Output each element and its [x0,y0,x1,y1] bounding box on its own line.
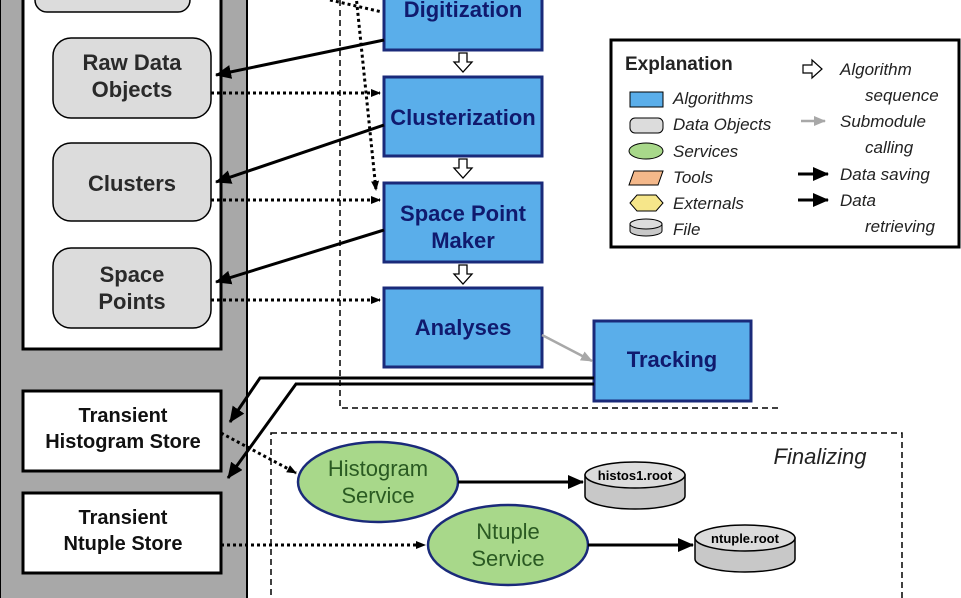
legend-algorithm-seq-label-2: sequence [865,86,939,105]
histos-file-label: histos1.root [598,468,673,483]
histogram-store-label-2: Histogram Store [45,431,201,453]
save-arrow-space-points [215,228,385,285]
transient-histogram-store: Transient Histogram Store [21,389,223,473]
seq-arrow-2 [452,158,474,179]
space-point-maker-label-2: Maker [431,228,495,253]
ntuple-service-label-1: Ntuple [476,519,540,544]
retrieve-arrow-diagonal [355,0,380,191]
data-object-partial-top [34,0,191,13]
clusterization-label: Clusterization [390,105,535,130]
transient-ntuple-store: Transient Ntuple Store [21,491,223,575]
legend-file-label: File [673,220,700,239]
raw-data-label-2: Objects [92,77,173,102]
legend-submodule-label-1: Submodule [840,112,926,131]
retrieve-arrow-histogram-service [220,431,297,475]
histogram-service-label-2: Service [341,483,414,508]
clusters-label: Clusters [88,171,176,196]
algorithm-clusterization: Clusterization [382,75,544,158]
tracking-label: Tracking [627,347,717,372]
finalizing-label: Finalizing [774,444,868,469]
legend-algorithm-seq-label-1: Algorithm [839,60,912,79]
save-arrow-ntuple-store [226,382,594,479]
ntuple-store-label-1: Transient [79,507,168,529]
save-arrow-histogram-store [228,376,594,423]
data-object-raw-data: Raw Data Objects [52,37,212,119]
analyses-label: Analyses [415,315,512,340]
processing-region-boundary [339,0,780,409]
data-object-clusters: Clusters [52,142,212,222]
space-points-label-2: Points [98,289,165,314]
legend-data-objects-label: Data Objects [673,115,772,134]
space-point-maker-label-1: Space Point [400,201,527,226]
legend-submodule-label-2: calling [865,138,914,157]
legend-data-saving-label: Data saving [840,165,930,184]
ntuple-file-label: ntuple.root [711,531,780,546]
submodule-call-arrow [541,333,593,363]
legend-tool-swatch [628,170,664,186]
data-saving-arrows [215,38,594,479]
legend: Explanation Algorithms Data Objects Serv… [609,38,961,249]
legend-box [609,38,961,249]
space-points-label-1: Space [100,262,165,287]
algorithm-digitization: Digitization [382,0,544,52]
algorithm-space-point-maker: Space Point Maker [382,181,544,264]
legend-file-swatch [629,218,663,237]
legend-external-swatch [629,194,664,212]
legend-sequence-arrow-icon [802,58,823,80]
retrieve-arrow-top [329,0,383,14]
ntuple-service-label-2: Service [471,546,544,571]
seq-arrow-3 [452,264,474,285]
legend-data-retrieving-label-1: Data [840,191,876,210]
legend-services-label: Services [673,142,739,161]
data-object-space-points: Space Points [52,247,212,329]
seq-arrow-1 [452,52,474,73]
histogram-service-label-1: Histogram [328,456,428,481]
data-retrieving-arrows [211,0,426,549]
service-ntuple: Ntuple Service [426,503,590,587]
save-arrow-raw [215,38,385,79]
legend-title: Explanation [625,54,733,75]
service-histogram: Histogram Service [296,440,460,524]
legend-data-retrieving-label-2: retrieving [865,217,935,236]
file-histos1: histos1.root [584,461,686,510]
legend-algorithms-label: Algorithms [672,89,754,108]
legend-algorithm-swatch [629,91,664,108]
raw-data-label-1: Raw Data [82,50,182,75]
sequence-arrows [452,52,474,285]
histogram-store-label-1: Transient [79,405,168,427]
algorithm-analyses: Analyses [382,286,544,369]
legend-service-swatch [628,142,664,160]
save-arrow-clusters [215,123,385,184]
legend-externals-label: Externals [673,194,744,213]
file-ntuple: ntuple.root [694,524,796,573]
finalizing-region [270,432,903,598]
digitization-label: Digitization [404,0,523,22]
legend-tools-label: Tools [673,168,714,187]
legend-data-object-swatch [629,117,664,134]
algorithm-tracking: Tracking [592,319,753,403]
ntuple-store-label-2: Ntuple Store [64,533,183,555]
